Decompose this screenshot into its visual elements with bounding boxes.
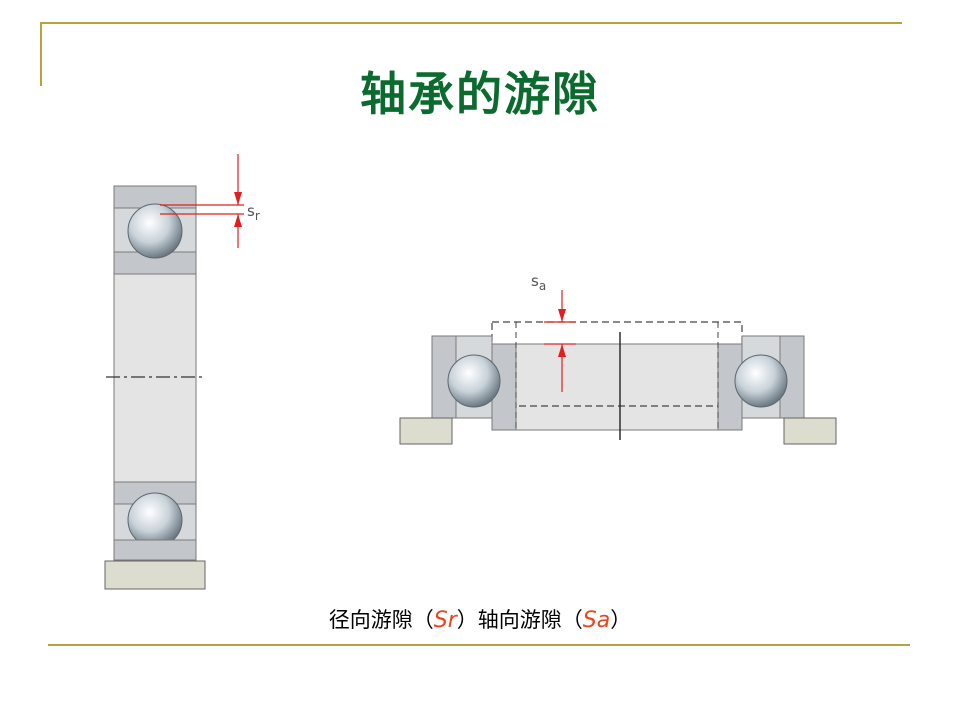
axial-arrow-head-top xyxy=(558,309,566,322)
caption: 径向游隙（Sr）轴向游隙（Sa） xyxy=(0,604,960,634)
ball-top xyxy=(127,203,183,259)
caption-part-close: ） xyxy=(610,608,632,632)
base-block-left xyxy=(104,560,206,590)
axial-ball-right xyxy=(734,354,788,408)
frame-bottom-line xyxy=(48,644,910,646)
radial-bearing-section: sr xyxy=(104,154,260,590)
axial-label: sa xyxy=(531,272,546,293)
slide-title: 轴承的游隙 xyxy=(360,67,600,121)
axial-inner-body xyxy=(491,343,743,431)
radial-label: sr xyxy=(247,202,260,223)
caption-symbol-sa: Sa xyxy=(582,608,611,633)
caption-part-axial: ）轴向游隙（ xyxy=(456,608,583,632)
ball-bottom xyxy=(127,492,183,548)
frame-top-line xyxy=(40,22,902,24)
axial-support-left xyxy=(399,417,453,445)
frame-left-line xyxy=(40,22,42,86)
shaft-body xyxy=(113,273,197,483)
caption-part-radial: 径向游隙（ xyxy=(328,608,434,632)
axial-ball-left xyxy=(447,354,501,408)
axial-arrow-head-bottom xyxy=(558,344,566,357)
radial-arrow-head-bottom xyxy=(234,214,242,227)
axial-support-right xyxy=(783,417,837,445)
outer-ring-bottom xyxy=(113,539,197,561)
axial-bearing-section: sa xyxy=(399,272,837,445)
radial-arrow-head-top xyxy=(234,192,242,205)
caption-symbol-sr: Sr xyxy=(433,608,457,633)
